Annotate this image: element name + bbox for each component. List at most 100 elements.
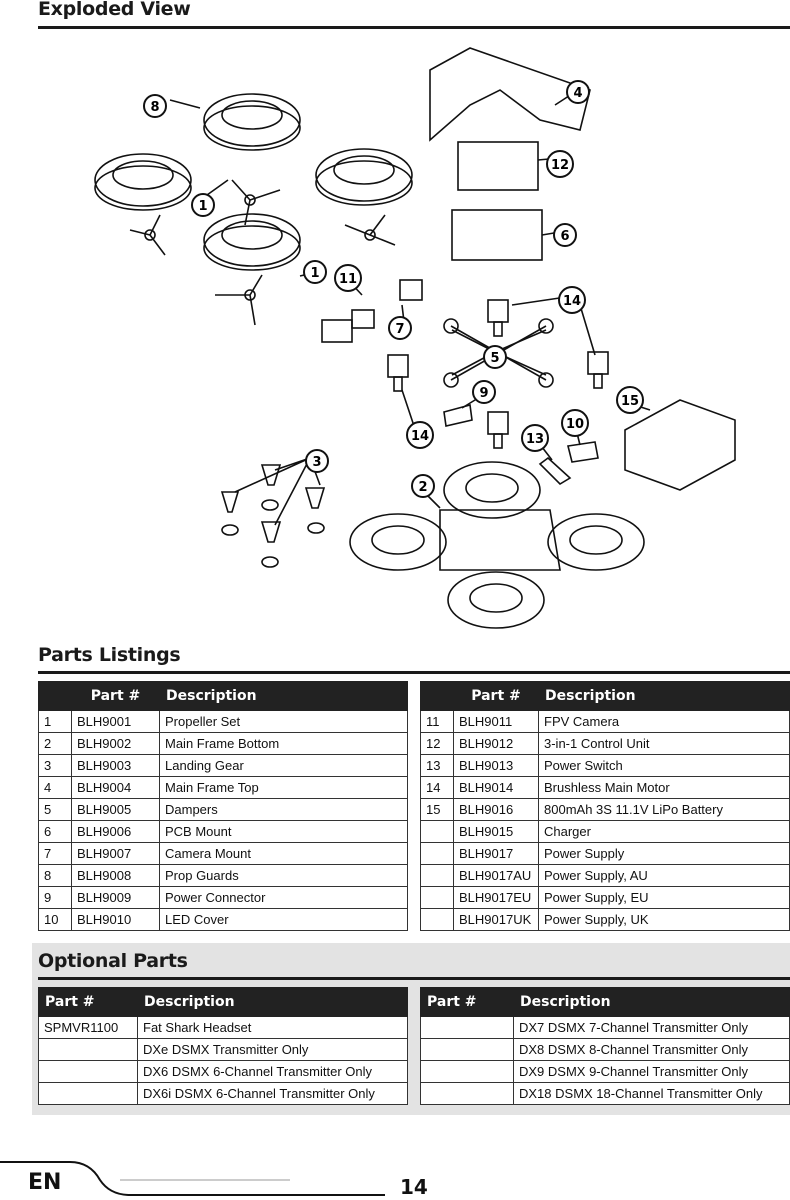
col-part-header: Part # [71,681,160,711]
control-unit-icon [457,141,539,191]
optional-parts-title: Optional Parts [38,950,188,972]
parts-rule [38,671,790,674]
callout-1b: 1 [303,260,327,284]
power-switch-icon [538,456,572,486]
callout-2: 2 [411,474,435,498]
callout-12: 12 [546,150,574,178]
col-desc-header: Description [538,681,790,711]
motor-icon [487,411,509,449]
prop-guard-icon [315,148,413,206]
callout-5: 5 [483,345,507,369]
exploded-view-diagram: 8 4 12 1 6 1 11 14 7 5 9 15 14 13 10 3 2 [94,47,736,629]
frame-top-icon [429,47,591,142]
opt-col-desc-header: Description [137,987,408,1017]
power-connector-icon [443,403,473,427]
propeller-icon [215,274,263,326]
parts-listings-title: Parts Listings [38,644,181,666]
col-desc-header: Description [159,681,408,711]
camera-icon [321,319,353,343]
landing-gear-icon [220,464,326,568]
motor-icon [587,351,609,389]
svg-text:8: 8 [150,100,159,115]
col-num-header [38,681,72,711]
table-row: DX9 DSMX 9-Channel Transmitter Only [420,1060,790,1083]
callout-8: 8 [143,94,167,118]
diagram-callouts: 8 4 12 1 6 1 11 14 7 5 9 15 14 13 10 3 2 [143,80,644,498]
callout-14: 14 [558,286,586,314]
callout-13: 13 [521,424,549,452]
callout-6: 6 [553,223,577,247]
svg-text:1: 1 [198,199,207,214]
svg-text:2: 2 [418,480,427,495]
prop-guard-icon [203,213,301,271]
battery-icon [624,399,736,491]
svg-text:12: 12 [551,158,569,173]
table-row: DX7 DSMX 7-Channel Transmitter Only [420,1016,790,1039]
col-num-header [420,681,454,711]
svg-text:4: 4 [573,86,582,101]
opt-col-desc-header: Description [513,987,790,1017]
svg-text:14: 14 [411,429,429,444]
optional-rule [38,977,790,980]
svg-text:7: 7 [395,322,404,337]
footer-language: EN [28,1170,62,1195]
callout-4: 4 [566,80,590,104]
opt-col-part-header: Part # [420,987,514,1017]
callout-15: 15 [616,386,644,414]
optional-table-right: Part # Description DX7 DSMX 7-Channel Tr… [420,987,790,1105]
prop-guard-icon [203,93,301,151]
svg-text:6: 6 [560,229,569,244]
svg-text:5: 5 [490,351,499,366]
callout-1: 1 [191,193,215,217]
opt-col-part-header: Part # [38,987,138,1017]
propeller-icon [129,214,166,256]
callout-14b: 14 [406,421,434,449]
callout-9: 9 [472,380,496,404]
table-row: DX8 DSMX 8-Channel Transmitter Only [420,1038,790,1061]
svg-text:13: 13 [526,432,544,447]
table-row: DX18 DSMX 18-Channel Transmitter Only [420,1082,790,1105]
svg-text:1: 1 [310,266,319,281]
svg-text:14: 14 [563,294,581,309]
svg-text:11: 11 [339,272,357,287]
motor-icon [387,354,409,392]
prop-guard-icon [94,153,192,211]
svg-text:3: 3 [312,455,321,470]
table-row: DX6i DSMX 6-Channel Transmitter Only [38,1082,408,1105]
propeller-icon [344,214,396,246]
motor-icon [487,299,509,337]
callout-10: 10 [561,409,589,437]
exploded-view-title: Exploded View [38,0,191,20]
page-number: 14 [400,1175,428,1199]
callout-11: 11 [334,264,362,292]
callout-3: 3 [305,449,329,473]
svg-text:9: 9 [479,386,488,401]
frame-bottom-icon [349,461,645,629]
callout-7: 7 [388,316,412,340]
pcb-mount-icon [451,209,543,261]
footer-tab-shape [0,1161,385,1196]
svg-text:15: 15 [621,394,639,409]
